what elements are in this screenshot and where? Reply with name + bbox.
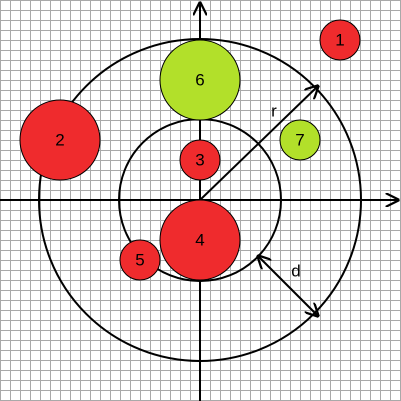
target-3: 3 — [179, 139, 221, 181]
target-3-label: 3 — [195, 150, 204, 169]
measure-arrows: r d — [199, 86, 318, 316]
target-1-label: 1 — [335, 30, 344, 49]
target-1-disc — [319, 19, 361, 61]
target-2-label: 2 — [55, 130, 64, 149]
target-5-label: 5 — [135, 250, 144, 269]
distance-label: d — [291, 261, 300, 280]
target-1: 1 — [319, 19, 361, 61]
target-6: 6 — [159, 39, 241, 121]
targets: 1 2 3 4 5 6 7 — [19, 19, 361, 281]
target-7-label: 7 — [295, 130, 304, 149]
target-2: 2 — [19, 99, 101, 181]
target-4-disc — [159, 199, 241, 281]
radius-label: r — [271, 101, 277, 120]
target-2-disc — [19, 99, 101, 181]
target-4: 4 — [159, 199, 241, 281]
target-3-disc — [179, 139, 221, 181]
target-7: 7 — [279, 119, 321, 161]
distance-arrow — [258, 256, 318, 316]
target-5-disc — [119, 239, 161, 281]
target-4-label: 4 — [195, 230, 204, 249]
target-6-disc — [159, 39, 241, 121]
target-5: 5 — [119, 239, 161, 281]
target-6-label: 6 — [195, 70, 204, 89]
target-7-disc — [279, 119, 321, 161]
radius-arrow — [199, 86, 318, 201]
